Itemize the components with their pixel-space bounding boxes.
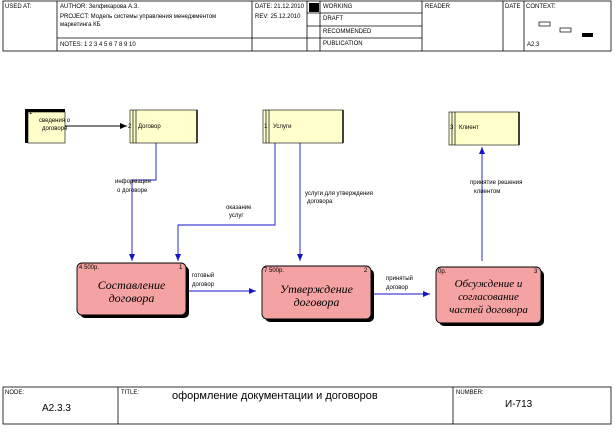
activity-box-1	[76, 262, 189, 318]
node-value: A2.3.3	[42, 403, 71, 414]
arrows	[62, 123, 485, 297]
arrow-label-prinyatiy: принятый	[386, 276, 413, 282]
arrow-label-info: информация	[115, 179, 151, 185]
diagram-title: оформление документации и договоров	[172, 390, 378, 402]
activity-box-3	[435, 266, 544, 326]
diagram-number: И-713	[505, 399, 533, 410]
author-text: AUTHOR: Зелфикарова А.З.	[60, 4, 140, 10]
status-draft: DRAFT	[323, 16, 343, 22]
status-working-marker	[309, 3, 319, 12]
arrow-label-gotoviy: готовый	[192, 273, 215, 279]
reader-label: READER	[425, 4, 451, 10]
activity-2-name-line1: Утверждение	[280, 282, 353, 296]
activity-2-name: Утверждение договора	[262, 283, 371, 309]
activity-3-cost: 0р.	[438, 269, 447, 275]
tunnel-2-label: Договор	[138, 124, 161, 130]
tunnel-uslugi	[262, 109, 344, 144]
project-text-line2: маркетинга КБ	[60, 22, 101, 28]
activity-2-cost: 7 500р.	[264, 268, 285, 274]
tunnel-1-label: сведения о	[39, 118, 71, 124]
arrow-label-okazanie-line2: услуг	[229, 213, 244, 219]
activity-1-cost: 4 500р.	[79, 265, 100, 271]
node-label: NODE:	[5, 390, 25, 396]
tunnel-4-number: 3	[450, 125, 454, 131]
tunnel-1-number: 1	[29, 110, 33, 116]
arrow-label-reshenie: принятие решения	[470, 180, 523, 186]
revision-text: REV: 25.12.2010	[255, 14, 301, 20]
status-working: WORKING	[323, 4, 353, 10]
arrow-label-uslugi: услуги для утверждения	[305, 191, 373, 197]
status-publication: PUBLICATION	[323, 41, 363, 47]
activity-2-number: 2	[364, 268, 368, 274]
arrow-label-info-line2: о договоре	[117, 188, 148, 194]
footer-frame	[2, 386, 612, 425]
header-frame	[2, 0, 612, 52]
activity-2-name-line2: договора	[293, 295, 340, 309]
arrow-label-okazanie: оказание	[226, 205, 252, 211]
activity-1-name-line2: договора	[108, 291, 155, 305]
activity-3-number: 3	[534, 269, 538, 275]
date2-label: DATE	[505, 4, 521, 10]
tunnel-klient	[448, 111, 520, 146]
activity-1-name-line1: Составление	[97, 278, 166, 292]
activity-3-name-line3: частей договора	[449, 304, 528, 316]
arrow-info-dogovor	[129, 143, 157, 261]
activity-box-2	[261, 265, 374, 322]
context-label: CONTEXT:	[526, 4, 556, 10]
tunnel-4-label: Клиент	[459, 125, 479, 131]
activity-1-name: Составление договора	[77, 279, 186, 305]
arrow-label-prinyatiy-line2: договор	[386, 285, 409, 291]
number-label: NUMBER:	[456, 390, 484, 396]
tunnel-3-label: Услуги	[273, 124, 292, 130]
tunnel-3-number: 1	[264, 124, 268, 130]
arrow-label-gotoviy-line2: договор	[192, 282, 215, 288]
tunnel-1-label-line2: договоре	[42, 126, 68, 132]
arrow-label-uslugi-line2: договора	[307, 199, 333, 205]
title-label: TITLE:	[121, 390, 140, 396]
activity-3-name-line1: Обсуждение и	[454, 278, 523, 290]
activity-3-name: Обсуждение и согласование частей договор…	[436, 278, 541, 317]
context-thumbnail	[538, 21, 593, 37]
used-at-label: USED AT:	[5, 4, 32, 10]
tunnel-2-number: 2	[128, 124, 132, 130]
tunnel-dogovor	[129, 109, 198, 144]
activity-1-number: 1	[179, 265, 183, 271]
activity-3-name-line2: согласование	[458, 291, 519, 303]
tunnel-svedeniya	[25, 109, 66, 144]
arrow-okazanie-uslug	[175, 143, 276, 261]
context-node: A2.3	[527, 42, 540, 48]
notes-text: NOTES: 1 2 3 4 5 6 7 8 9 10	[60, 42, 136, 48]
project-text: PROJECT: Модель системы управления менед…	[60, 14, 217, 20]
date-text: DATE: 21.12.2010	[255, 4, 304, 10]
status-recommended: RECOMMENDED	[323, 29, 372, 35]
arrow-label-reshenie-line2: клиентом	[474, 189, 501, 195]
